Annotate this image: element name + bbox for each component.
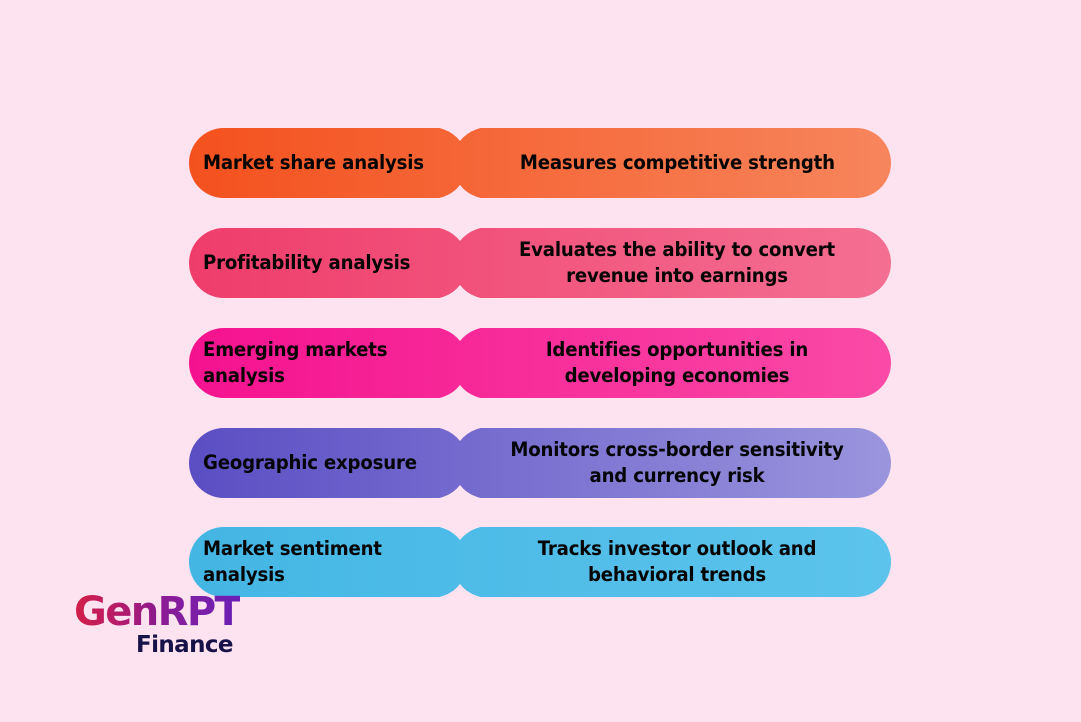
pill-shape	[189, 128, 891, 198]
pill-row-description: Monitors cross-border sensitivity and cu…	[510, 437, 844, 487]
brand-logo: GenRPT Finance	[74, 592, 264, 658]
pill-shape	[189, 328, 891, 398]
pill-shape	[189, 527, 891, 597]
pill-row-label-cell: Profitability analysis	[189, 228, 457, 298]
pill-row-label-cell: Emerging markets analysis	[189, 328, 457, 398]
pill-shape	[189, 228, 891, 298]
pill-row-content: Geographic exposure Monitors cross-border…	[189, 428, 891, 498]
pill-row-description-cell: Tracks investor outlook and behavioral t…	[457, 527, 891, 597]
pill-row-description: Evaluates the ability to convert revenue…	[518, 237, 836, 287]
pill-row-label: Market share analysis	[203, 150, 424, 174]
pill-row-label-cell: Geographic exposure	[189, 428, 457, 498]
pill-row-description: Measures competitive strength	[519, 150, 835, 174]
pill-row-label: Market sentiment analysis	[203, 536, 382, 586]
pill-row-description-cell: Monitors cross-border sensitivity and cu…	[457, 428, 891, 498]
pill-row-description-cell: Identifies opportunities in developing e…	[457, 328, 891, 398]
pill-row-label: Profitability analysis	[203, 250, 411, 274]
pill-row[interactable]: Market sentiment analysis Tracks investor…	[189, 527, 891, 597]
pill-row-label: Emerging markets analysis	[203, 337, 388, 387]
pill-row-content: Market sentiment analysis Tracks investor…	[189, 527, 891, 597]
pill-row-label-cell: Market sentiment analysis	[189, 527, 457, 597]
pill-row[interactable]: Market share analysis Measures competitiv…	[189, 128, 891, 198]
pill-row-description: Identifies opportunities in developing e…	[545, 337, 809, 387]
pill-row-label-cell: Market share analysis	[189, 128, 457, 198]
pill-row-label: Geographic exposure	[203, 450, 417, 474]
logo-wordmark: GenRPT	[74, 592, 264, 632]
pill-row-description-cell: Measures competitive strength	[457, 128, 891, 198]
pill-row-description: Tracks investor outlook and behavioral t…	[537, 536, 817, 586]
logo-subtitle: Finance	[136, 632, 234, 658]
pill-row[interactable]: Profitability analysis Evaluates the abil…	[189, 228, 891, 298]
logo-rpt-text: RPT	[157, 589, 242, 635]
pill-row-content: Emerging markets analysis Identifies oppo…	[189, 328, 891, 398]
pill-shape	[189, 428, 891, 498]
pill-row[interactable]: Emerging markets analysis Identifies oppo…	[189, 328, 891, 398]
pill-row-content: Profitability analysis Evaluates the abil…	[189, 228, 891, 298]
pill-row-content: Market share analysis Measures competitiv…	[189, 128, 891, 198]
pill-row-description-cell: Evaluates the ability to convert revenue…	[457, 228, 891, 298]
logo-gen-text: Gen	[74, 589, 159, 635]
pill-row[interactable]: Geographic exposure Monitors cross-border…	[189, 428, 891, 498]
